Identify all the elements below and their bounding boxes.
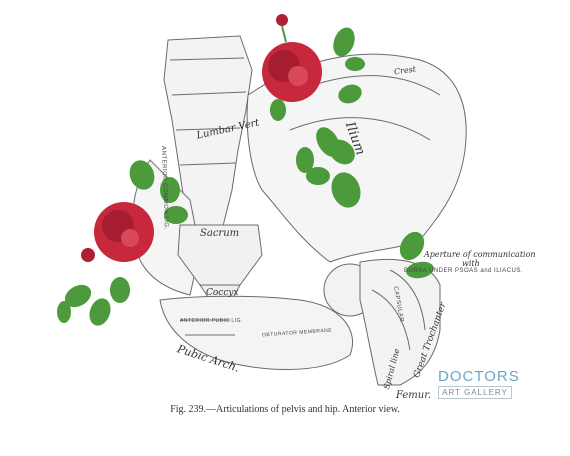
femur-shaft	[359, 258, 441, 386]
brand-logo: DOCTORS ART GALLERY	[438, 368, 520, 399]
label-aperture-3: BURSA UNDER PSOAS and ILIACUS.	[404, 268, 524, 274]
figure-caption: Fig. 239.—Articulations of pelvis and hi…	[170, 404, 400, 415]
label-aperture-1: Aperture of communication	[424, 250, 536, 259]
label-sacrum: Sacrum	[200, 228, 240, 239]
brand-name: DOCTORS	[438, 368, 520, 385]
leaves	[57, 27, 434, 326]
label-coccyx: Coccyx	[206, 288, 239, 298]
rose-left	[81, 202, 154, 262]
label-aperture-2: with	[462, 259, 480, 268]
brand-subtitle: ART GALLERY	[438, 386, 512, 399]
rose-top	[262, 14, 322, 102]
ilium-bone	[246, 53, 467, 263]
label-femur: Femur.	[396, 390, 432, 401]
pubic-region	[159, 295, 353, 370]
label-ant-pubic-lig: ANTERIOR PUBIC LIG.	[180, 318, 243, 324]
